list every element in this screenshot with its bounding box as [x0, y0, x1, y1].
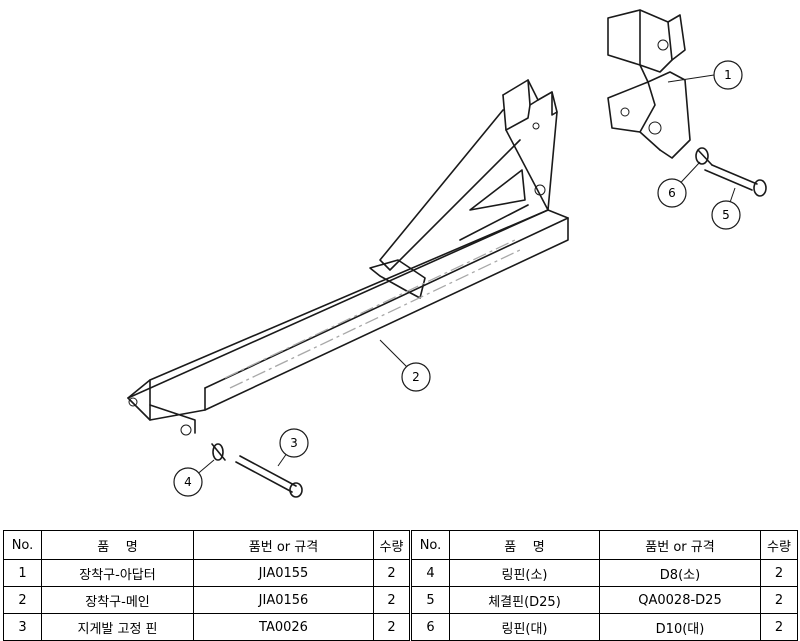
cell-qty: 2	[373, 559, 411, 587]
svg-text:6: 6	[668, 186, 676, 200]
cell-qty: 2	[760, 586, 798, 614]
fastening-pin-part	[704, 164, 767, 197]
cell-spec: D10(대)	[599, 613, 761, 641]
table-row: 2 장착구-메인 JIA0156 2 5 체결핀(D25) QA0028-D25…	[3, 586, 798, 614]
cell-qty: 2	[373, 586, 411, 614]
cell-qty: 2	[760, 613, 798, 641]
callout-1: 1	[713, 60, 743, 90]
cell-name: 지게발 고정 핀	[41, 613, 194, 641]
main-mount-part	[127, 79, 569, 436]
callout-3: 3	[279, 428, 309, 458]
header-qty: 수량	[760, 530, 798, 560]
fork-fixing-pin-part	[235, 455, 303, 498]
ring-pin-small-part	[211, 443, 226, 461]
cell-no: 2	[3, 586, 42, 614]
cell-name: 체결핀(D25)	[449, 586, 600, 614]
callout-4: 4	[173, 467, 203, 497]
cell-qty: 2	[373, 613, 411, 641]
header-name: 품 명	[41, 530, 194, 560]
header-spec: 품번 or 규격	[193, 530, 374, 560]
header-spec: 품번 or 규격	[599, 530, 761, 560]
header-no: No.	[3, 530, 42, 560]
cell-name: 장착구-메인	[41, 586, 194, 614]
svg-text:3: 3	[290, 436, 298, 450]
cell-no: 6	[409, 613, 450, 641]
callout-5: 5	[711, 200, 741, 230]
cell-spec: JIA0156	[193, 586, 374, 614]
header-qty: 수량	[373, 530, 411, 560]
cell-spec: D8(소)	[599, 559, 761, 587]
cell-qty: 2	[760, 559, 798, 587]
parts-list-table: No. 품 명 품번 or 규격 수량 No. 품 명 품번 or 규격 수량 …	[3, 530, 798, 641]
cell-spec: TA0026	[193, 613, 374, 641]
table-row: 1 장착구-아답터 JIA0155 2 4 링핀(소) D8(소) 2	[3, 559, 798, 587]
cell-name: 장착구-아답터	[41, 559, 194, 587]
cell-no: 3	[3, 613, 42, 641]
adapter-part	[607, 9, 691, 159]
header-no: No.	[409, 530, 450, 560]
callout-6: 6	[657, 178, 687, 208]
svg-text:4: 4	[184, 475, 192, 489]
svg-text:5: 5	[722, 208, 730, 222]
cell-spec: JIA0155	[193, 559, 374, 587]
cell-no: 4	[409, 559, 450, 587]
svg-text:2: 2	[412, 370, 420, 384]
svg-text:1: 1	[724, 68, 732, 82]
cell-name: 링핀(대)	[449, 613, 600, 641]
cell-spec: QA0028-D25	[599, 586, 761, 614]
cell-no: 1	[3, 559, 42, 587]
header-name: 품 명	[449, 530, 600, 560]
ring-pin-large-part	[695, 147, 713, 166]
cell-no: 5	[409, 586, 450, 614]
callout-2: 2	[401, 362, 431, 392]
table-row: 3 지게발 고정 핀 TA0026 2 6 링핀(대) D10(대) 2	[3, 613, 798, 641]
table-header-row: No. 품 명 품번 or 규격 수량 No. 품 명 품번 or 규격 수량	[3, 530, 798, 560]
cell-name: 링핀(소)	[449, 559, 600, 587]
exploded-parts-drawing: 1 2 3 4 5 6	[127, 9, 767, 498]
